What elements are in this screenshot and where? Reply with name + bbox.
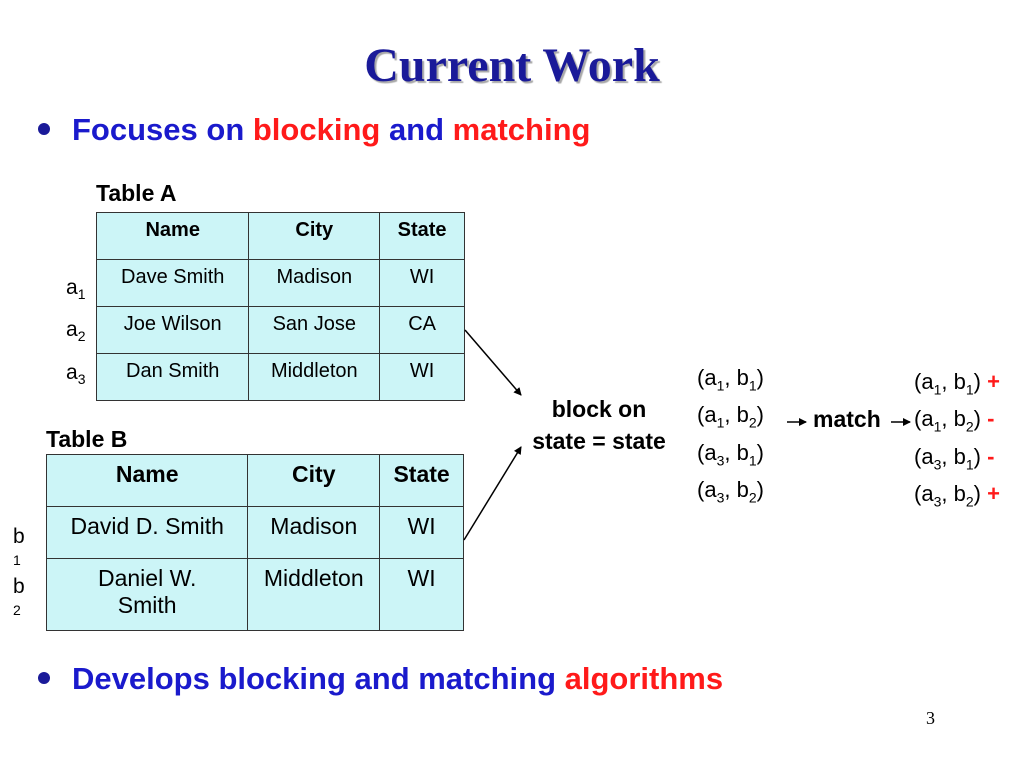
block-on-label: block on state = state bbox=[532, 396, 666, 454]
table-b: Name City State David D. Smith Madison W… bbox=[45, 454, 464, 631]
bullet-dot-icon bbox=[38, 671, 50, 684]
table-a-cell: Middleton bbox=[248, 353, 381, 401]
table-row: Dave Smith Madison WI bbox=[95, 259, 465, 307]
table-b-cell: Daniel W. Smith bbox=[45, 558, 249, 631]
table-b-header-name: Name bbox=[45, 454, 249, 507]
table-a-header-city: City bbox=[248, 212, 381, 260]
table-b-cell: WI bbox=[379, 506, 464, 559]
list-item: (a1, b2) - bbox=[914, 406, 995, 435]
bullet-develops: Develops blocking and matching algorithm… bbox=[38, 661, 723, 697]
bullet1-part3: and bbox=[380, 112, 453, 147]
list-item: (a3, b1) - bbox=[914, 443, 995, 473]
bullet2-part1: Develops blocking and matching bbox=[72, 661, 565, 696]
table-row: Dan Smith Middleton WI bbox=[95, 353, 465, 401]
table-b-cell: Middleton bbox=[247, 558, 381, 631]
bullet2-part2: algorithms bbox=[564, 661, 724, 696]
table-a-cell: WI bbox=[379, 353, 465, 401]
list-item: (a1, b1) bbox=[697, 365, 764, 394]
table-a-cell: San Jose bbox=[248, 306, 381, 354]
table-row: Joe Wilson San Jose CA bbox=[95, 306, 465, 354]
match-label: match bbox=[813, 406, 881, 432]
table-b-cell: David D. Smith bbox=[45, 506, 249, 559]
table-a-header-row: Name City State bbox=[95, 212, 465, 260]
table-a: Name City State Dave Smith Madison WI Jo… bbox=[95, 212, 465, 401]
table-row: David D. Smith Madison WI bbox=[45, 506, 464, 559]
row-label-a2: a2 bbox=[66, 318, 86, 345]
match-sign: + bbox=[987, 481, 1000, 507]
list-item: (a1, b1) + bbox=[914, 369, 1000, 398]
table-a-cell: Dave Smith bbox=[95, 259, 250, 307]
table-a-cell: CA bbox=[379, 306, 465, 354]
row-label-a3: a3 bbox=[66, 361, 86, 388]
table-a-cell: Dan Smith bbox=[95, 353, 250, 401]
table-b-cell: WI bbox=[379, 558, 464, 631]
candidate-pairs-list: (a1, b1) (a1, b2) (a3, b1) (a3, b2) bbox=[697, 363, 764, 513]
arrow-table-b-to-block bbox=[463, 446, 522, 541]
list-item: (a3, b2) + bbox=[914, 481, 1000, 510]
page-number: 3 bbox=[926, 708, 935, 728]
bullet-dot-icon bbox=[38, 122, 50, 135]
bullet-focuses: Focuses on blocking and matching bbox=[38, 112, 590, 148]
match-sign: - bbox=[987, 406, 995, 432]
table-b-header-row: Name City State bbox=[45, 454, 464, 507]
arrow-table-a-to-block bbox=[464, 329, 522, 396]
bullet1-part1: Focuses on bbox=[72, 112, 253, 147]
table-a-header-name: Name bbox=[95, 212, 250, 260]
row-label-a1: a1 bbox=[66, 276, 86, 303]
bullet1-part4: matching bbox=[452, 112, 591, 147]
table-a-caption: Table A bbox=[96, 180, 177, 206]
table-row: Daniel W. Smith Middleton WI bbox=[45, 558, 464, 631]
list-item: (a1, b2) bbox=[697, 402, 764, 431]
slide-title: Current Work bbox=[364, 39, 660, 92]
list-item: (a3, b1) bbox=[697, 439, 764, 469]
list-item: (a3, b2) bbox=[697, 477, 764, 506]
table-b-caption: Table B bbox=[46, 426, 128, 452]
table-b-header-state: State bbox=[379, 454, 464, 507]
table-a-cell: WI bbox=[379, 259, 465, 307]
table-a-header-state: State bbox=[379, 212, 465, 260]
match-sign: - bbox=[987, 443, 995, 469]
match-sign: + bbox=[987, 369, 1000, 394]
match-results-list: (a1, b1) + (a1, b2) - (a3, b1) - (a3, b2… bbox=[914, 367, 1000, 517]
bullet1-part2: blocking bbox=[252, 112, 381, 147]
